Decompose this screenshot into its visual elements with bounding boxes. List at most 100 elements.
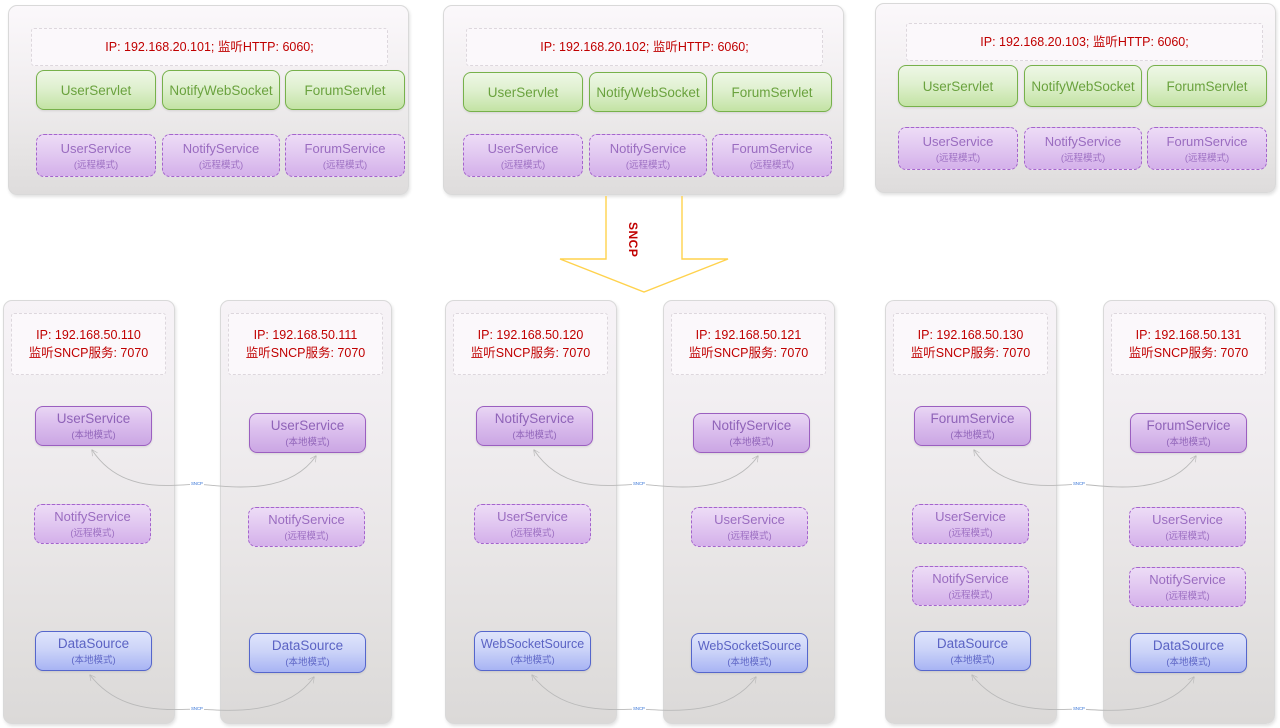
- servlet-box-userservlet-3[interactable]: UserServlet: [898, 65, 1018, 107]
- service-name: NotifyService: [711, 418, 792, 433]
- datasource-name: DataSource: [57, 636, 130, 651]
- service-box-forumservice-2[interactable]: ForumService (远程模式): [712, 134, 832, 177]
- node-ip: IP: 192.168.50.120: [477, 327, 584, 342]
- datasource-name: DataSource: [1152, 638, 1225, 653]
- service-name: UserService: [56, 411, 131, 426]
- service-box-remote-user-131[interactable]: UserService (远程模式): [1129, 507, 1246, 547]
- service-mode: (远程模式): [948, 528, 993, 539]
- service-box-remote-121[interactable]: UserService (远程模式): [691, 507, 808, 547]
- service-node-panel-110: IP: 192.168.50.110 监听SNCP服务: 7070 UserSe…: [3, 300, 175, 724]
- servlet-label: ForumServlet: [1166, 78, 1248, 94]
- service-name: NotifyService: [268, 512, 345, 527]
- servlet-label: NotifyWebSocket: [596, 84, 700, 100]
- service-box-remote-110[interactable]: NotifyService (远程模式): [34, 504, 151, 544]
- service-box-notifyservice-2[interactable]: NotifyService (远程模式): [589, 134, 707, 177]
- servlet-label: ForumServlet: [731, 84, 813, 100]
- node-ip: IP: 192.168.50.110: [36, 327, 141, 342]
- service-node-panel-130: IP: 192.168.50.130 监听SNCP服务: 7070 ForumS…: [885, 300, 1057, 724]
- websocketsource-box-120[interactable]: WebSocketSource (本地模式): [474, 631, 591, 671]
- service-mode: (远程模式): [935, 152, 981, 164]
- service-box-userservice-3[interactable]: UserService (远程模式): [898, 127, 1018, 170]
- service-mode: (远程模式): [749, 159, 795, 171]
- service-name: ForumService: [1166, 133, 1248, 149]
- service-node-130-header: IP: 192.168.50.130 监听SNCP服务: 7070: [893, 313, 1048, 375]
- service-name: UserService: [714, 512, 785, 527]
- app-node-panel-3: IP: 192.168.20.103; 监听HTTP: 6060; UserSe…: [875, 3, 1276, 193]
- service-box-local-110[interactable]: UserService (本地模式): [35, 406, 152, 446]
- servlet-box-notifywebsocket-2[interactable]: NotifyWebSocket: [589, 72, 707, 112]
- service-mode: (远程模式): [1184, 152, 1230, 164]
- datasource-name: DataSource: [936, 636, 1009, 651]
- service-box-remote-111[interactable]: NotifyService (远程模式): [248, 507, 365, 547]
- service-name: UserService: [935, 509, 1006, 524]
- datasource-box-110[interactable]: DataSource (本地模式): [35, 631, 152, 671]
- datasource-name: WebSocketSource: [480, 636, 585, 651]
- service-mode: (本地模式): [1166, 437, 1211, 448]
- service-mode: (远程模式): [70, 528, 115, 539]
- service-box-local-111[interactable]: UserService (本地模式): [249, 413, 366, 453]
- service-mode: (远程模式): [1165, 591, 1210, 602]
- link-label-a-bottom: SNCP: [190, 706, 204, 711]
- service-box-userservice-1[interactable]: UserService (远程模式): [36, 134, 156, 177]
- service-box-forumservice-3[interactable]: ForumService (远程模式): [1147, 127, 1267, 170]
- service-box-notifyservice-3[interactable]: NotifyService (远程模式): [1024, 127, 1142, 170]
- websocketsource-box-121[interactable]: WebSocketSource (本地模式): [691, 633, 808, 673]
- service-mode: (远程模式): [1060, 152, 1106, 164]
- service-box-remote-notify-131[interactable]: NotifyService (远程模式): [1129, 567, 1246, 607]
- node-port: 监听SNCP服务: 7070: [470, 346, 591, 360]
- datasource-mode: (本地模式): [1166, 657, 1211, 668]
- service-mode: (本地模式): [285, 437, 330, 448]
- service-box-remote-user-130[interactable]: UserService (远程模式): [912, 504, 1029, 544]
- service-box-local-131[interactable]: ForumService (本地模式): [1130, 413, 1247, 453]
- service-name: UserService: [487, 140, 559, 156]
- datasource-name: WebSocketSource: [697, 638, 802, 653]
- service-box-userservice-2[interactable]: UserService (远程模式): [463, 134, 583, 177]
- service-mode: (本地模式): [950, 430, 995, 441]
- servlet-box-notifywebsocket-1[interactable]: NotifyWebSocket: [162, 70, 280, 110]
- servlet-box-userservlet-2[interactable]: UserServlet: [463, 72, 583, 112]
- service-box-local-120[interactable]: NotifyService (本地模式): [476, 406, 593, 446]
- service-box-notifyservice-1[interactable]: NotifyService (远程模式): [162, 134, 280, 177]
- servlet-box-forumservlet-1[interactable]: ForumServlet: [285, 70, 405, 110]
- servlet-box-forumservlet-3[interactable]: ForumServlet: [1147, 65, 1267, 107]
- link-label-c-top: SNCP: [1072, 481, 1086, 486]
- service-box-local-121[interactable]: NotifyService (本地模式): [693, 413, 810, 453]
- service-mode: (本地模式): [512, 430, 557, 441]
- service-box-local-130[interactable]: ForumService (本地模式): [914, 406, 1031, 446]
- sncp-protocol-label: SNCP: [626, 222, 640, 258]
- node-port: 监听SNCP服务: 7070: [688, 346, 809, 360]
- datasource-mode: (本地模式): [950, 655, 995, 666]
- servlet-box-notifywebsocket-3[interactable]: NotifyWebSocket: [1024, 65, 1142, 107]
- datasource-box-131[interactable]: DataSource (本地模式): [1130, 633, 1247, 673]
- datasource-box-111[interactable]: DataSource (本地模式): [249, 633, 366, 673]
- service-mode: (远程模式): [948, 590, 993, 601]
- app-node-panel-2: IP: 192.168.20.102; 监听HTTP: 6060; UserSe…: [443, 5, 844, 195]
- servlet-label: NotifyWebSocket: [169, 82, 273, 98]
- node-ip: IP: 192.168.50.131: [1135, 327, 1242, 342]
- service-box-remote-notify-130[interactable]: NotifyService (远程模式): [912, 566, 1029, 606]
- servlet-box-userservlet-1[interactable]: UserServlet: [36, 70, 156, 110]
- service-node-121-header: IP: 192.168.50.121 监听SNCP服务: 7070: [671, 313, 826, 375]
- service-node-110-header: IP: 192.168.50.110 监听SNCP服务: 7070: [11, 313, 166, 375]
- link-label-a-top: SNCP: [190, 481, 204, 486]
- service-name: NotifyService: [932, 571, 1009, 586]
- datasource-box-130[interactable]: DataSource (本地模式): [914, 631, 1031, 671]
- servlet-box-forumservlet-2[interactable]: ForumServlet: [712, 72, 832, 112]
- service-box-forumservice-1[interactable]: ForumService (远程模式): [285, 134, 405, 177]
- service-box-remote-120[interactable]: UserService (远程模式): [474, 504, 591, 544]
- datasource-mode: (本地模式): [510, 654, 555, 666]
- service-name: NotifyService: [54, 509, 131, 524]
- datasource-name: DataSource: [271, 638, 344, 653]
- service-node-111-header: IP: 192.168.50.111 监听SNCP服务: 7070: [228, 313, 383, 375]
- service-name: UserService: [922, 133, 994, 149]
- service-name: NotifyService: [609, 140, 687, 156]
- node-ip: IP: 192.168.50.111: [253, 327, 358, 342]
- service-mode: (远程模式): [625, 159, 671, 171]
- service-mode: (远程模式): [727, 531, 772, 542]
- link-label-c-bottom: SNCP: [1072, 706, 1086, 711]
- servlet-label: ForumServlet: [304, 82, 386, 98]
- service-mode: (远程模式): [198, 159, 244, 171]
- service-name: NotifyService: [182, 140, 260, 156]
- service-node-panel-121: IP: 192.168.50.121 监听SNCP服务: 7070 Notify…: [663, 300, 835, 724]
